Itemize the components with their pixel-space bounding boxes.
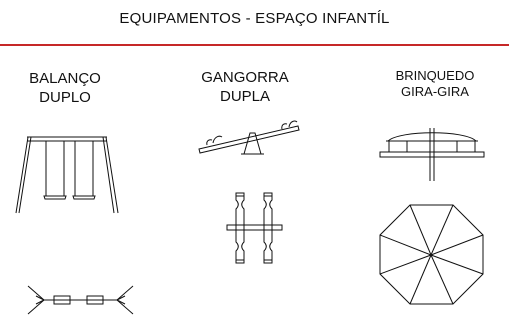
- merry-go-round-label-line2: GIRA-GIRA: [401, 84, 469, 100]
- swing-plan-drawing: [27, 285, 134, 315]
- merry-go-round-label: BRINQUEDO GIRA-GIRA: [380, 68, 490, 101]
- seesaw-label-line1: GANGORRA: [201, 69, 289, 86]
- merry-go-round-elevation-drawing: [379, 128, 485, 181]
- seesaw-label: GANGORRA DUPLA: [185, 69, 305, 107]
- seesaw-elevation-drawing: [198, 120, 300, 155]
- merry-go-round-label-line1: BRINQUEDO: [395, 68, 475, 83]
- merry-go-round-plan-drawing: [379, 204, 484, 305]
- title-divider: [0, 44, 509, 46]
- swing-label-line1: BALANÇO: [29, 70, 101, 87]
- swing-label: BALANÇO DUPLO: [20, 70, 110, 108]
- page-title: EQUIPAMENTOS - ESPAÇO INFANTÍL: [119, 10, 390, 27]
- seesaw-plan-drawing: [226, 192, 283, 264]
- swing-label-line2: DUPLO: [39, 88, 91, 106]
- swing-elevation-drawing: [15, 136, 119, 214]
- seesaw-label-line2: DUPLA: [219, 87, 271, 105]
